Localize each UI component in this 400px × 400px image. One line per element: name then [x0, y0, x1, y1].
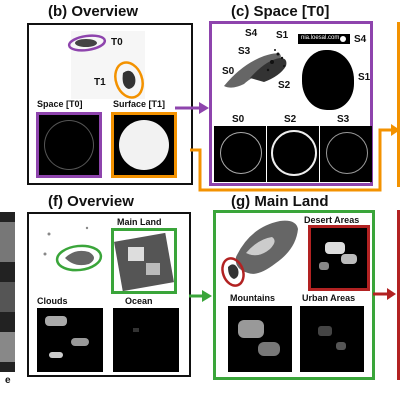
left-edge-image: [0, 212, 15, 372]
mountains-label: Mountains: [230, 293, 275, 303]
main-land-sketch: [221, 220, 298, 287]
main-land-image: [111, 228, 177, 294]
urban-areas-label: Urban Areas: [302, 293, 356, 303]
left-edge-text: e: [5, 375, 11, 386]
s1-top-label: S1: [276, 30, 289, 41]
right-edge-orange-bar: [397, 22, 400, 187]
space-t0-image: [36, 112, 102, 178]
overview-sketch: [67, 34, 144, 99]
s2-label: S2: [278, 80, 291, 91]
s4-right-label: S4: [354, 34, 367, 45]
panel-c: S4 S1 S3 S0 S2 nia.loesal.com S4 S1 S0 S…: [209, 21, 373, 186]
s1-right-label: S1: [358, 72, 371, 83]
surface-t1-image: [111, 112, 177, 178]
s4-top-label: S4: [245, 28, 258, 39]
t1-label: T1: [94, 77, 106, 88]
s1-blob-image: [302, 50, 354, 110]
sun-icon: [340, 36, 346, 42]
panel-g: Desert Areas Mountains Urban Areas: [213, 210, 375, 380]
clouds-image: [37, 308, 103, 372]
panel-b-title: (b) Overview: [48, 3, 139, 20]
credit-bar: nia.loesal.com: [298, 34, 350, 44]
panel-b: T0 T1 Space [T0] Surface [T1]: [27, 23, 193, 185]
s0-image: [214, 126, 266, 182]
t0-label: T0: [111, 37, 123, 48]
desert-areas-label: Desert Areas: [304, 215, 360, 225]
s3-bottom-label: S3: [337, 114, 350, 125]
urban-areas-image: [300, 306, 364, 372]
panel-f: Main Land Clouds Ocean: [27, 212, 191, 377]
s3-image: [320, 126, 372, 182]
desert-areas-image: [308, 225, 370, 291]
ocean-image: [113, 308, 179, 372]
right-edge-red-bar: [397, 210, 400, 380]
space-sketch: [224, 49, 287, 88]
overview-map-sketch: [43, 226, 103, 272]
s0-bottom-label: S0: [232, 114, 245, 125]
space-t0-label: Space [T0]: [37, 99, 83, 109]
panel-f-title: (f) Overview: [48, 193, 134, 210]
clouds-label: Clouds: [37, 296, 68, 306]
s2-image: [267, 126, 319, 182]
panel-c-title: (c) Space [T0]: [231, 3, 330, 20]
mountains-image: [228, 306, 292, 372]
s3-label: S3: [238, 46, 251, 57]
credit-text: nia.loesal.com: [301, 35, 340, 41]
s0-label: S0: [222, 66, 235, 77]
panel-g-title: (g) Main Land: [231, 193, 329, 210]
main-land-label: Main Land: [117, 217, 162, 227]
ocean-label: Ocean: [125, 296, 153, 306]
s2-bottom-label: S2: [284, 114, 297, 125]
surface-t1-label: Surface [T1]: [113, 99, 166, 109]
